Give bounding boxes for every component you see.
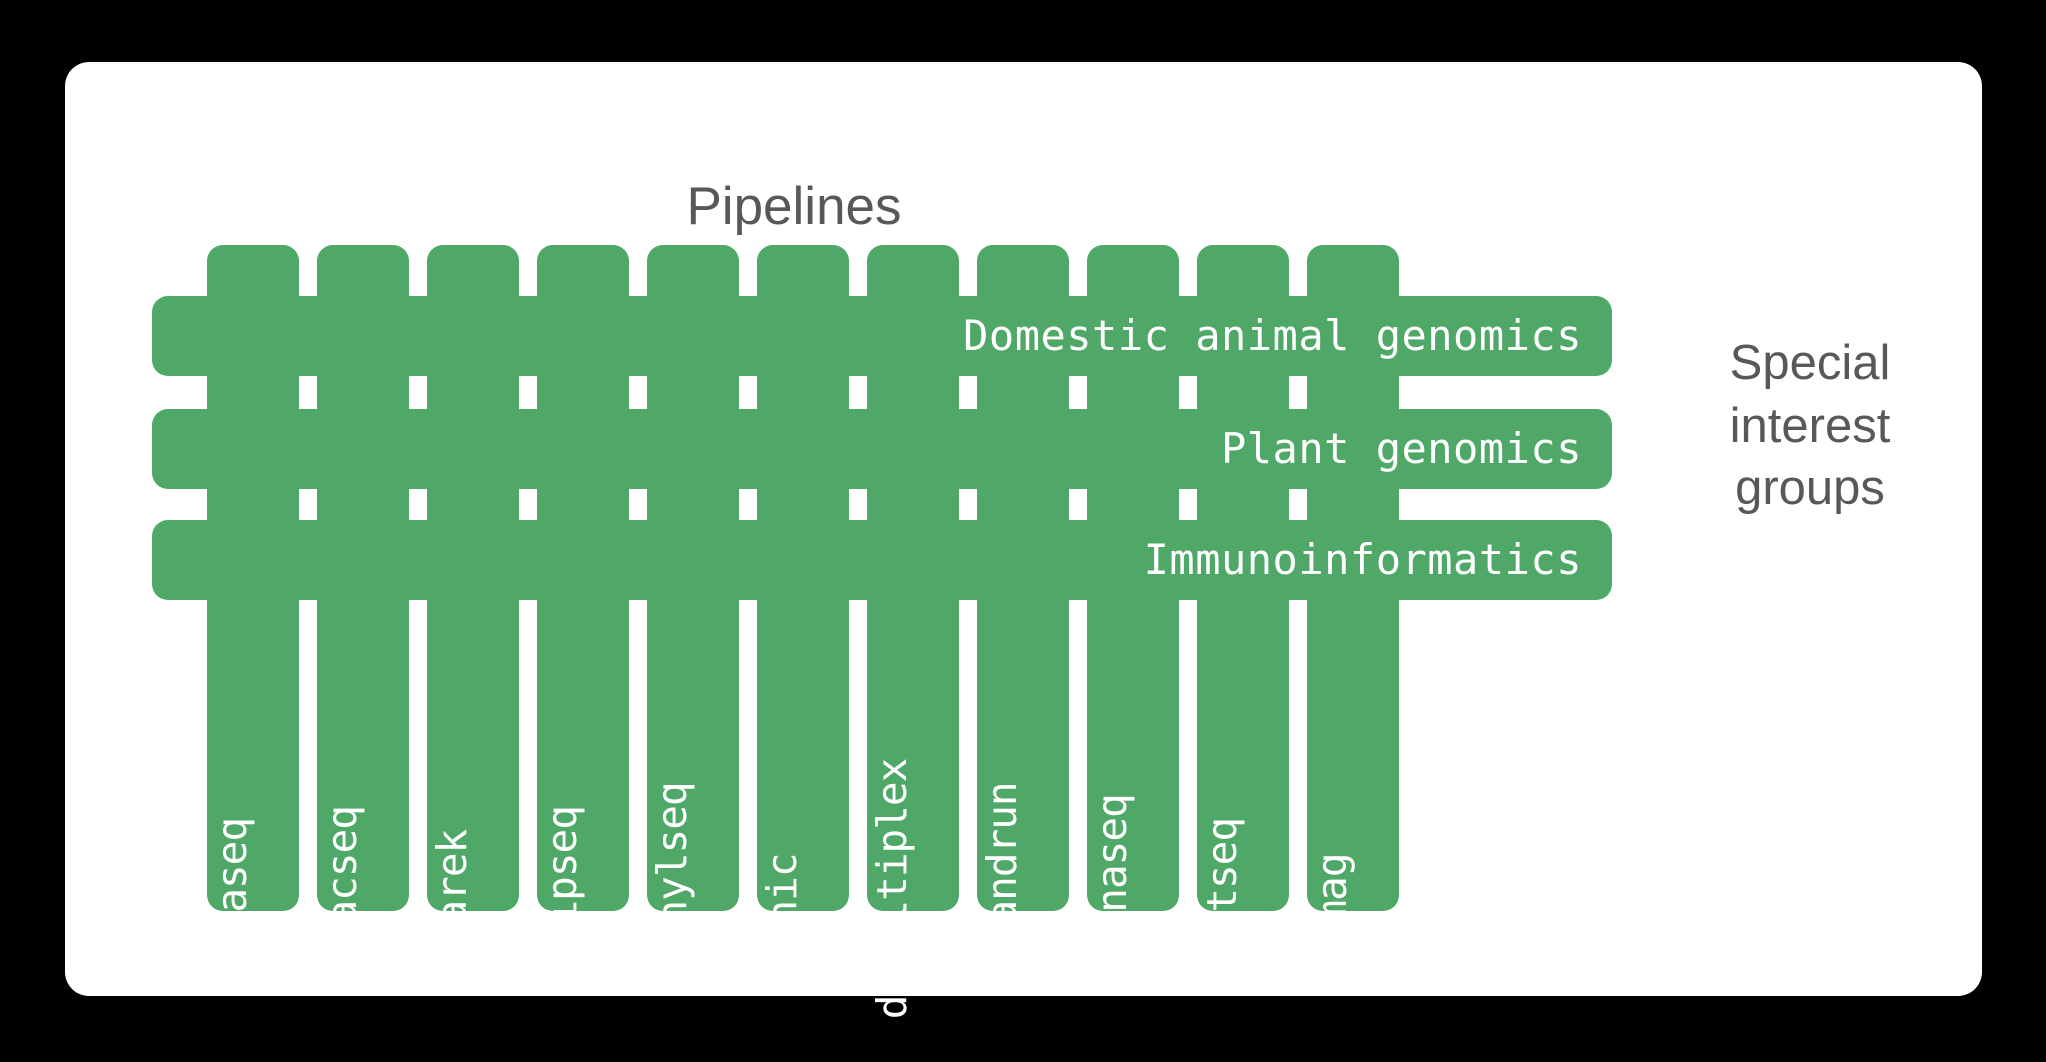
pipeline-label: hgtseq (1198, 817, 1246, 961)
pipeline-label-wrap: methylseq (647, 782, 739, 995)
sig-caption-line-1: Special (1729, 336, 1891, 390)
sig-label: Domestic animal genomics (963, 311, 1582, 360)
pipeline-label: demultiplex (868, 758, 916, 1020)
pipeline-label-wrap: hic (757, 797, 849, 924)
pipeline-label-wrap: demultiplex (867, 759, 959, 1020)
pipeline-label-wrap: mag (1307, 797, 1399, 924)
pipeline-label-wrap: hgtseq (1197, 797, 1289, 960)
pipeline-label: hic (758, 853, 806, 925)
pipeline-label-wrap: atacseq (317, 797, 409, 972)
pipeline-label: atacseq (318, 806, 366, 972)
sig-label: Plant genomics (1220, 424, 1582, 473)
pipeline-label: rnaseq (208, 817, 256, 961)
pipeline-label-wrap: rnaseq (207, 797, 299, 960)
special-interest-groups-caption: Special interest groups (1660, 332, 1960, 520)
pipeline-label: mag (1308, 853, 1356, 925)
pipeline-label: chipseq (538, 806, 586, 972)
sig-bar-2[interactable]: Plant genomics (152, 409, 1612, 489)
sig-caption-line-2: interest (1729, 398, 1891, 453)
pipeline-label: cutandrun (978, 782, 1026, 996)
pipeline-label: smrnaseq (1088, 794, 1136, 984)
sig-label: Immunoinformatics (1143, 535, 1582, 584)
pipeline-label-wrap: chipseq (537, 797, 629, 972)
pipeline-label-wrap: smrnaseq (1087, 794, 1179, 983)
page-title: Pipelines (686, 177, 902, 236)
sig-bar-1[interactable]: Domestic animal genomics (152, 296, 1612, 376)
pipeline-label-wrap: cutandrun (977, 782, 1069, 995)
pipeline-label-wrap: sarek (427, 797, 519, 948)
pipeline-label: methylseq (648, 782, 696, 996)
diagram-card: Pipelines rnaseq atacseq sarek chipseq methy… (65, 62, 1982, 1020)
sig-bar-3[interactable]: Immunoinformatics (152, 520, 1612, 600)
pipelines-sig-diagram: rnaseq atacseq sarek chipseq methylseq hic dem… (65, 62, 1982, 1020)
sig-caption-line-3: groups (1735, 461, 1885, 516)
pipeline-label: sarek (428, 829, 476, 949)
